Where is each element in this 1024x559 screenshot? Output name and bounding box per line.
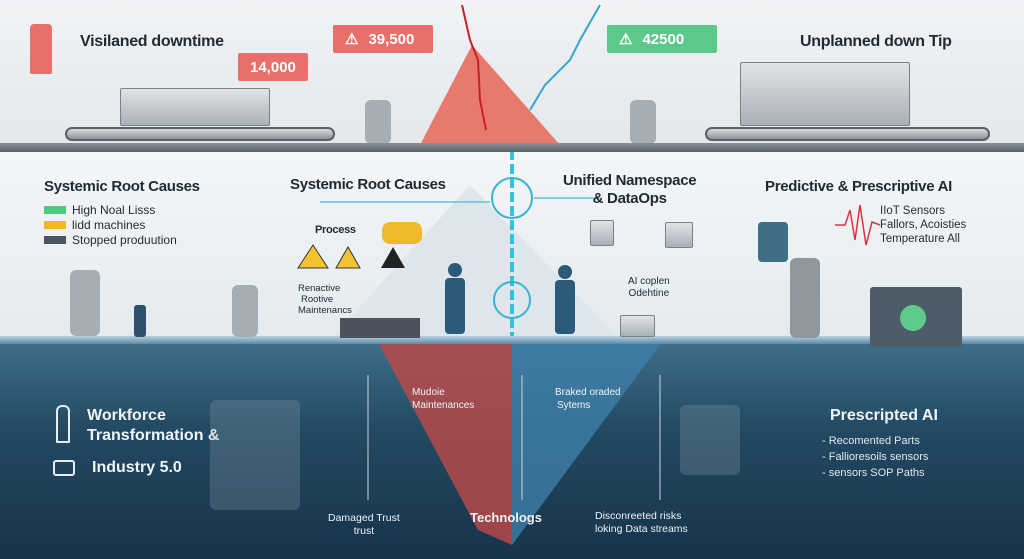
iceberg-middle bbox=[330, 185, 620, 340]
prescripted-list: - Recomented Parts - Fallioresoils senso… bbox=[822, 433, 928, 481]
water-line bbox=[0, 336, 1024, 344]
center-root-causes-title: Systemic Root Causes bbox=[290, 176, 446, 193]
workbench bbox=[340, 318, 420, 338]
conveyor-left bbox=[65, 127, 335, 141]
workforce-icon bbox=[56, 405, 70, 443]
machine bbox=[620, 315, 655, 337]
legend-swatch bbox=[44, 205, 66, 214]
machine-left bbox=[120, 88, 270, 126]
systemic-root-causes-title: Systemic Root Causes bbox=[44, 178, 200, 195]
badge-42500: ⚠42500 bbox=[607, 25, 717, 53]
iceberg-underwater-blue bbox=[512, 342, 662, 545]
warning-icon: ⚠ bbox=[619, 31, 633, 48]
disconnected-label: Disconreeted risks loking Data streams bbox=[595, 510, 688, 535]
predictive-ai-title: Predictive & Prescriptive AI bbox=[765, 178, 952, 195]
downtime-icon bbox=[30, 24, 52, 74]
robot-arm-right bbox=[630, 100, 656, 144]
braked-label: Braked oraded Sytems bbox=[555, 387, 621, 411]
machine-right bbox=[740, 62, 910, 126]
legend-swatch bbox=[44, 220, 66, 229]
motor-icon bbox=[758, 222, 788, 262]
ai-labels: AI coplen Odehtine bbox=[628, 276, 670, 299]
legend-item: lidd machines bbox=[44, 217, 177, 232]
robot-arm bbox=[232, 285, 258, 337]
warning-icon: ⚠ bbox=[345, 31, 359, 48]
people-icon bbox=[382, 222, 422, 244]
faded-machine bbox=[680, 405, 740, 475]
badge-39500: ⚠39,500 bbox=[333, 25, 433, 53]
sensor-waveform-icon bbox=[835, 204, 881, 246]
legend-item: High Noal Lisss bbox=[44, 202, 177, 217]
legend-item: Stopped produution bbox=[44, 232, 177, 247]
robot-arm-left bbox=[365, 100, 391, 144]
computer-device bbox=[665, 222, 693, 248]
conveyor-right bbox=[705, 127, 990, 141]
sensor-labels: IIoT Sensors Fallors, Acoisties Temperat… bbox=[880, 205, 967, 245]
worker-figure bbox=[134, 305, 146, 337]
list-item: - sensors SOP Paths bbox=[822, 467, 925, 479]
mudoie-label: Mudoie Maintenances bbox=[412, 387, 475, 411]
prescripted-ai-title: Prescripted AI bbox=[830, 407, 938, 424]
workforce-title: Workforce Transformation & bbox=[87, 407, 220, 444]
pie-chart-icon bbox=[900, 305, 926, 331]
hub-icon bbox=[491, 177, 533, 219]
data-icon bbox=[493, 281, 531, 319]
maintenance-labels: Renactive Rootive Maintenancs bbox=[298, 283, 352, 316]
warning-icon bbox=[297, 244, 329, 269]
robot-arm bbox=[790, 258, 820, 338]
floor-bar bbox=[0, 143, 1024, 152]
iceberg-underwater-red bbox=[378, 342, 512, 545]
warning-icon bbox=[381, 247, 405, 268]
camera-device bbox=[590, 220, 614, 246]
badge-14000: 14,000 bbox=[238, 53, 308, 81]
list-item: - Recomented Parts bbox=[822, 435, 920, 447]
legend: High Noal Lisss lidd machines Stopped pr… bbox=[44, 202, 177, 247]
iceberg-tip-red bbox=[420, 45, 560, 145]
left-top-title: Visilaned downtime bbox=[80, 33, 224, 50]
crack-blue bbox=[529, 4, 601, 111]
worker-silhouettes bbox=[445, 263, 575, 334]
dashboard-screen bbox=[870, 287, 962, 347]
warning-icon bbox=[335, 245, 361, 269]
device-icon bbox=[53, 460, 75, 476]
right-top-title: Unplanned down Tip bbox=[800, 33, 952, 50]
damaged-trust-label: Damaged Trust trust bbox=[328, 512, 400, 537]
crack-red bbox=[461, 4, 487, 131]
legend-swatch bbox=[44, 235, 66, 244]
technologs-label: Technologs bbox=[470, 510, 542, 525]
unified-namespace-title: Unified Namespace & DataOps bbox=[563, 172, 697, 207]
list-item: - Fallioresoils sensors bbox=[822, 451, 929, 463]
process-label: Process bbox=[315, 224, 356, 236]
robot-arm bbox=[70, 270, 100, 336]
industry-label: Industry 5.0 bbox=[92, 459, 182, 476]
faded-robot bbox=[210, 400, 300, 510]
